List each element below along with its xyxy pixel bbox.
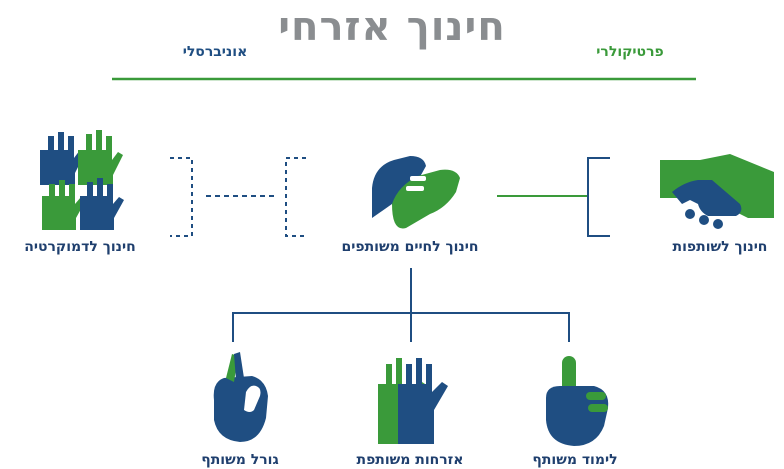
- arm-wrestle-grip-icon: [372, 156, 460, 229]
- diagram-title: חינוך אזרחי: [278, 4, 506, 50]
- node-label-partnership: חינוך לשותפות: [672, 239, 768, 255]
- solid-bracket: [587, 157, 610, 237]
- dashed-bracket-right: [285, 157, 306, 237]
- axis-label-particular: פרטיקולרי: [596, 44, 664, 60]
- dashed-bracket-left: [170, 157, 193, 237]
- node-label-shared-fate: גורל משותף: [201, 452, 279, 468]
- overlapping-hands-icon: [378, 358, 448, 444]
- node-label-democracy: חינוך לדמוקרטיה: [24, 239, 136, 255]
- handshake-icon: [660, 154, 774, 229]
- node-label-shared-learning: לימוד משותף: [532, 452, 618, 468]
- node-label-shared-life: חינוך לחיים משותפים: [341, 239, 479, 255]
- pointing-finger-icon: [546, 356, 609, 446]
- axis-label-universal: אוניברסלי: [182, 44, 248, 60]
- crossed-fingers-icon: [213, 352, 268, 442]
- node-label-shared-citizenship: אזרחות משותפת: [356, 452, 464, 468]
- raised-hands-icon: [40, 130, 124, 230]
